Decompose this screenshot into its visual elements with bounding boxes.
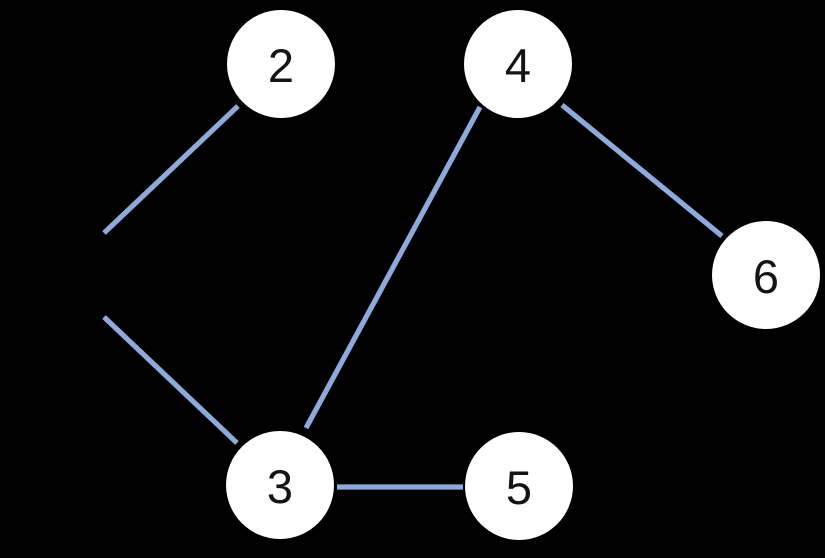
graph-node-6: 6 xyxy=(712,221,820,329)
node-label: 5 xyxy=(505,461,533,514)
graph-node-4: 4 xyxy=(464,10,572,118)
node-label: 3 xyxy=(266,460,294,513)
node-label: 4 xyxy=(504,39,532,92)
node-label: 2 xyxy=(267,39,295,92)
graph-node-2: 2 xyxy=(227,10,335,118)
edge-2-to-hidden-left-node xyxy=(102,104,240,235)
edge-hidden-left-node-to-3 xyxy=(102,315,239,445)
graph-node-5: 5 xyxy=(465,432,573,540)
edge-4-to-3 xyxy=(303,105,483,430)
node-label: 6 xyxy=(752,250,780,303)
graph-node-3: 3 xyxy=(226,431,334,539)
edge-4-to-6 xyxy=(560,102,724,239)
